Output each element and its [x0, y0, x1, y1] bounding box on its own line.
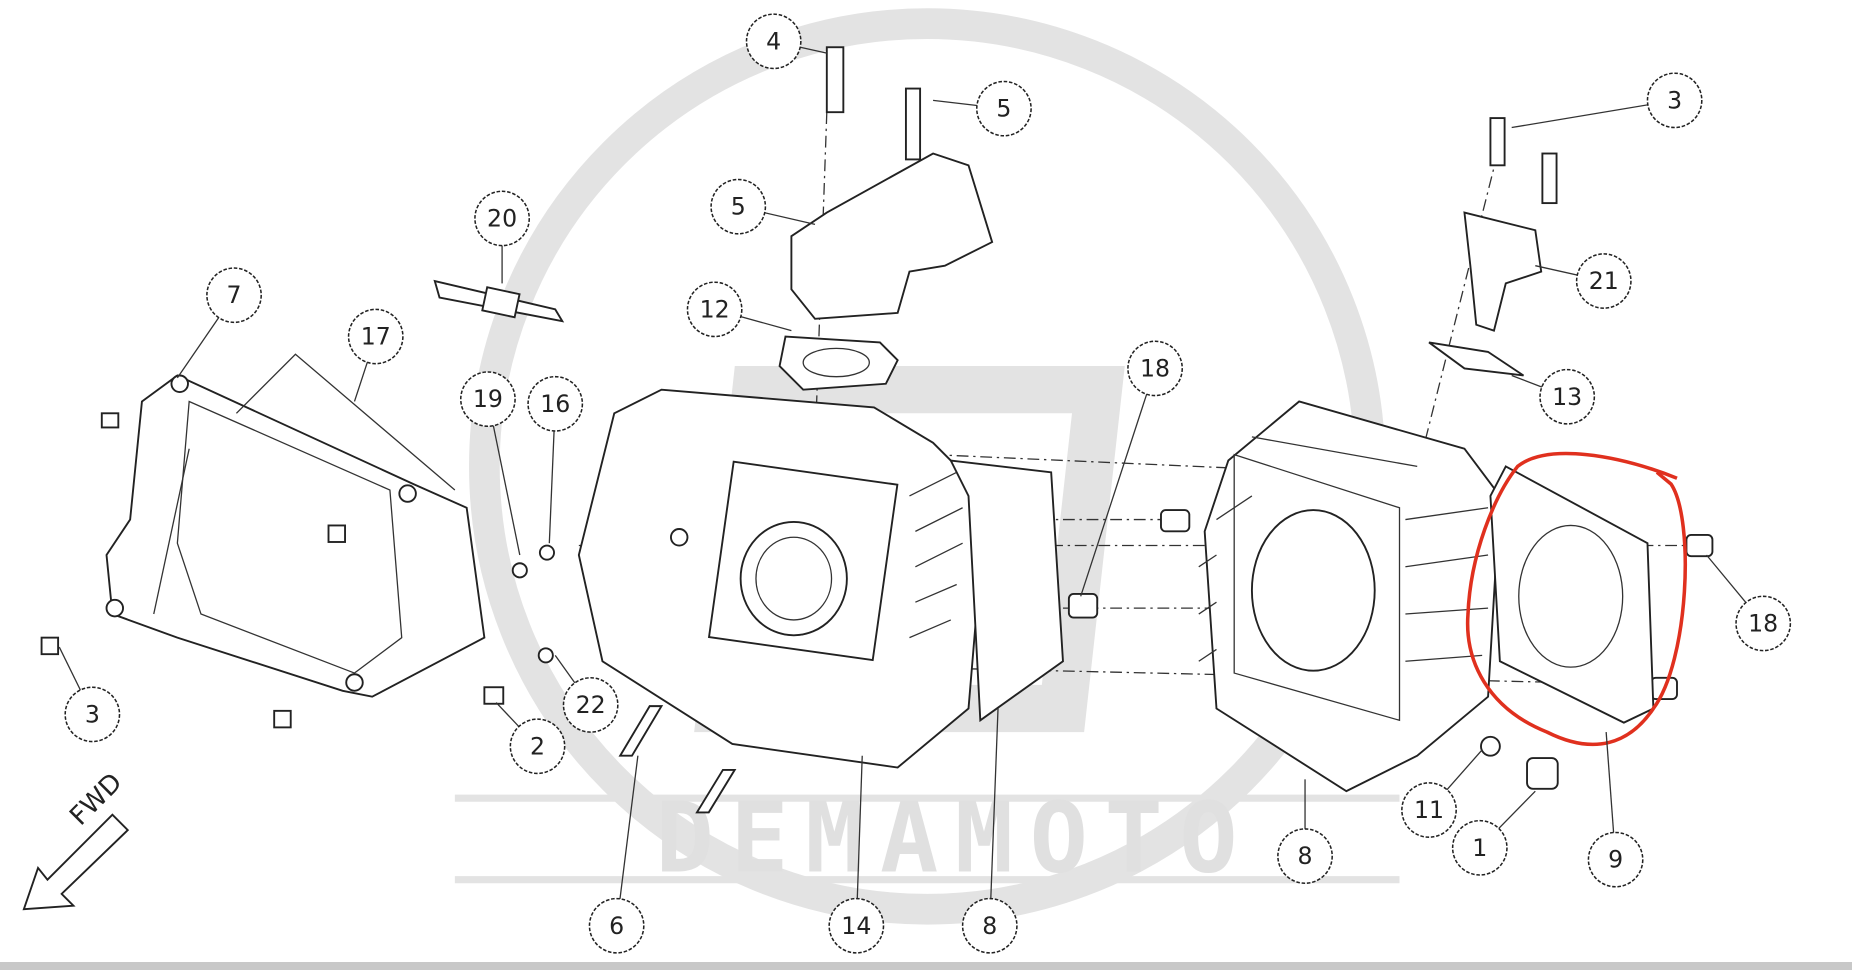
- callout-number: 3: [1667, 86, 1682, 114]
- valve-cover-part: [40, 353, 486, 729]
- callout-number: 8: [982, 912, 997, 940]
- callout-22: 22: [554, 654, 619, 733]
- intake-manifold-part: [778, 46, 994, 391]
- leader-line: [615, 755, 639, 926]
- callout-bubble: [686, 281, 743, 338]
- callout-number: 17: [361, 323, 391, 351]
- callout-5: 5: [933, 80, 1032, 137]
- callout-12: 12: [686, 281, 792, 338]
- callout-number: 14: [841, 912, 871, 940]
- callout-number: 3: [85, 700, 100, 728]
- callout-bubble: [710, 178, 767, 235]
- annotation-circle: [1465, 451, 1687, 747]
- leader-line: [1080, 368, 1156, 597]
- callout-1: 1: [1451, 790, 1536, 876]
- callout-14: 14: [828, 755, 885, 954]
- callout-number: 18: [1140, 354, 1170, 382]
- fwd-arrow-icon: [22, 813, 130, 911]
- leader-line: [989, 708, 999, 926]
- callout-number: 9: [1608, 846, 1623, 874]
- callout-6: 6: [588, 755, 645, 954]
- callout-20: 20: [474, 190, 531, 284]
- callout-bubble: [976, 80, 1032, 137]
- callout-number: 22: [576, 691, 606, 719]
- cylinder-head-part: [483, 388, 1064, 814]
- callout-number: 18: [1748, 609, 1778, 637]
- callout-bubble: [745, 13, 802, 70]
- callout-5: 5: [710, 178, 816, 235]
- cylinder-base-gasket-part: [1489, 465, 1655, 724]
- watermark-text: DEMAMOTO: [656, 781, 1255, 894]
- callout-number: 6: [609, 912, 624, 940]
- callout-bubble: [1735, 595, 1792, 652]
- callout-number: 11: [1414, 796, 1444, 824]
- callout-8: 8: [1277, 779, 1333, 885]
- callout-bubble: [1587, 831, 1644, 888]
- callout-3: 3: [58, 646, 121, 743]
- callout-21: 21: [1535, 253, 1632, 309]
- callout-bubble: [64, 686, 121, 743]
- spark-plug-part: [433, 279, 565, 323]
- callout-bubble: [562, 677, 619, 733]
- callout-bubble: [1575, 253, 1632, 309]
- callout-16: 16: [527, 375, 584, 544]
- callout-18: 18: [1080, 340, 1184, 597]
- callout-18: 18: [1706, 554, 1792, 652]
- callout-7: 7: [176, 267, 262, 379]
- callout-bubble: [961, 897, 1018, 954]
- callout-bubble: [474, 190, 531, 247]
- callout-number: 5: [996, 95, 1011, 123]
- callout-13: 13: [1511, 368, 1596, 425]
- callout-bubble: [1451, 819, 1508, 876]
- callout-2: 2: [495, 702, 566, 775]
- forward-direction-indicator: FWD: [22, 767, 130, 911]
- callout-number: 4: [766, 27, 781, 55]
- callout-number: 21: [1589, 267, 1619, 295]
- callout-number: 5: [731, 193, 746, 221]
- callout-bubble: [1401, 782, 1457, 838]
- callout-bubble: [588, 897, 645, 954]
- callout-number: 1: [1472, 834, 1487, 862]
- callout-9: 9: [1587, 732, 1644, 888]
- callout-11: 11: [1401, 749, 1483, 838]
- callout-number: 12: [700, 295, 730, 323]
- callout-number: 16: [540, 390, 570, 418]
- callout-number: 13: [1552, 383, 1582, 411]
- callout-number: 7: [227, 281, 242, 309]
- callout-bubble: [1277, 828, 1333, 885]
- callout-8: 8: [961, 708, 1018, 954]
- callout-bubble: [1539, 368, 1596, 425]
- callout-bubble: [459, 371, 516, 428]
- callout-number: 8: [1298, 842, 1313, 870]
- callout-number: 2: [530, 732, 545, 760]
- callout-bubble: [828, 897, 885, 954]
- callout-4: 4: [745, 13, 827, 70]
- callout-number: 19: [473, 385, 503, 413]
- callout-bubble: [347, 308, 404, 365]
- callout-bubble: [206, 267, 262, 324]
- bottom-border: [0, 962, 1852, 970]
- callout-bubble: [1646, 72, 1703, 129]
- leader-line: [855, 755, 863, 926]
- callout-17: 17: [347, 308, 404, 402]
- callout-bubble: [1127, 340, 1184, 397]
- callout-bubble: [527, 375, 584, 432]
- cylinder-part: [1198, 117, 1559, 793]
- callout-3: 3: [1511, 72, 1703, 129]
- callout-bubble: [509, 718, 566, 775]
- callout-number: 20: [487, 204, 517, 232]
- callout-19: 19: [459, 371, 521, 556]
